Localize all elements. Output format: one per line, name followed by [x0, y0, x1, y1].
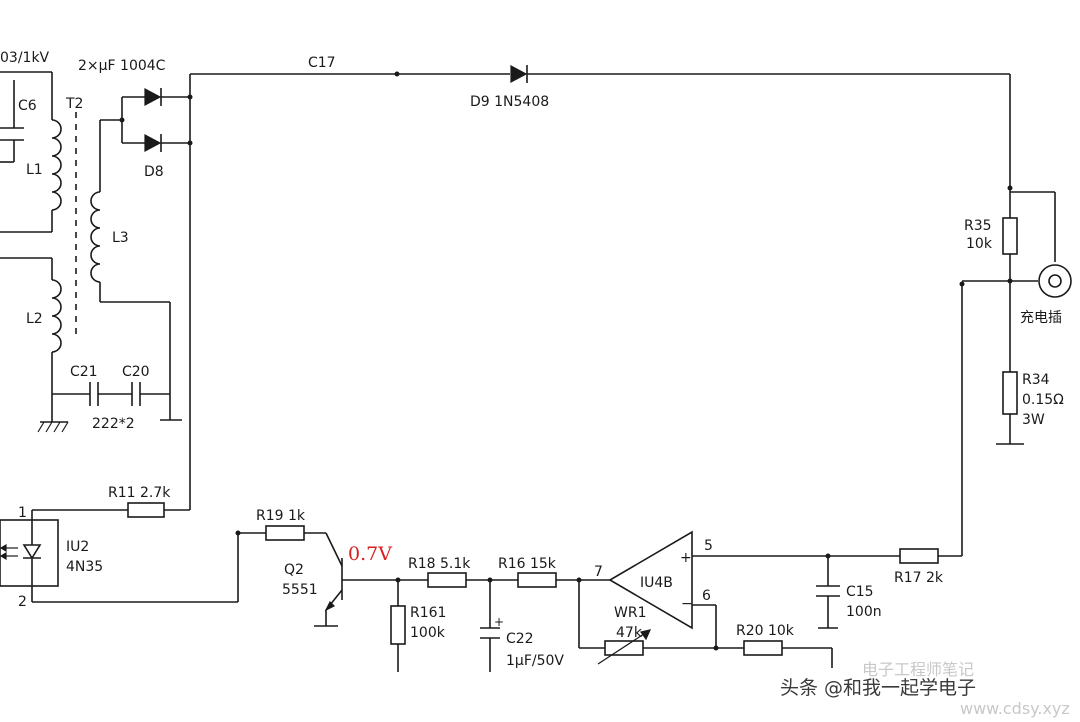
r35-resistor	[1002, 217, 1018, 255]
l3-coil	[90, 191, 101, 283]
pin1-label: 1	[18, 505, 27, 521]
r17-resistor	[899, 548, 939, 564]
d8-label: D8	[144, 164, 164, 180]
r18-resistor	[427, 572, 467, 588]
c22-value-label: 1μF/50V	[506, 653, 564, 669]
r35-label: R35	[964, 218, 992, 234]
q2-label: Q2	[284, 562, 304, 578]
d9-diode	[510, 65, 528, 83]
secondary-section: 2×μF 1004C L3 D8	[78, 58, 193, 510]
q2-emitter-arrow	[324, 600, 336, 612]
c6-label: C6	[18, 98, 37, 114]
c20-label: C20	[122, 364, 150, 380]
l1-coil	[51, 119, 62, 211]
output-section: R35 10k 充电插 R34 0.15Ω 3W	[959, 185, 1072, 556]
top-rail: C17 D9 1N5408	[190, 55, 1011, 188]
pin6-label: 6	[702, 588, 711, 604]
voltage-annotation: 0.7V	[348, 543, 392, 565]
r161-value-label: 100k	[410, 625, 446, 641]
t2-label: T2	[65, 96, 83, 112]
watermark: 电子工程师笔记 头条 @和我一起学电子 www.cdsy.xyz	[780, 660, 1070, 718]
r34-value-label: 0.15Ω	[1022, 392, 1064, 408]
r161-label: R161	[410, 605, 446, 621]
r161-resistor	[390, 605, 406, 645]
optocoupler-section: R11 2.7k 1 2 IU2 4N35	[0, 485, 241, 610]
r16-label: R16 15k	[498, 556, 557, 572]
l2-label: L2	[26, 311, 43, 327]
r20-label: R20 10k	[736, 623, 795, 639]
r16-resistor	[517, 572, 557, 588]
l1-label: L1	[26, 162, 43, 178]
c22-plus-label: +	[494, 615, 504, 629]
iu2-part-label: 4N35	[66, 559, 103, 575]
pin7-label: 7	[594, 564, 603, 580]
filter-section: R18 5.1k R16 15k + C22 1μF/50V	[408, 556, 610, 672]
r35-value-label: 10k	[966, 236, 993, 252]
opamp-label: IU4B	[640, 575, 673, 591]
c15-label: C15	[846, 584, 874, 600]
pin5-label: 5	[704, 538, 713, 554]
r19-resistor	[265, 525, 305, 541]
r18-label: R18 5.1k	[408, 556, 471, 572]
q2-part-label: 5551	[282, 582, 318, 598]
cap-spec-label: 2×μF 1004C	[78, 58, 166, 74]
r20-resistor	[743, 640, 783, 656]
c15-value-label: 100n	[846, 604, 882, 620]
charge-jack	[1038, 264, 1072, 298]
d9-label: D9 1N5408	[470, 94, 549, 110]
c-top-left-label: 03/1kV	[0, 50, 50, 66]
r34-resistor	[1002, 371, 1018, 415]
c-pair-value-label: 222*2	[92, 416, 135, 432]
r11-label: R11 2.7k	[108, 485, 171, 501]
r34-power-label: 3W	[1022, 412, 1045, 428]
opamp-plus-label: +	[680, 550, 692, 566]
l3-label: L3	[112, 230, 129, 246]
ground-symbol	[37, 421, 69, 433]
transistor-section: R19 1k Q2 5551 0.7V R161 100k	[238, 508, 446, 672]
watermark-line3: www.cdsy.xyz	[960, 699, 1070, 718]
iu4b-opamp	[608, 530, 693, 630]
iu2-label: IU2	[66, 539, 89, 555]
c21-label: C21	[70, 364, 98, 380]
watermark-line2: 电子工程师笔记	[862, 660, 974, 679]
r19-label: R19 1k	[256, 508, 306, 524]
wr1-potentiometer	[604, 640, 644, 656]
r34-label: R34	[1022, 372, 1050, 388]
c17-label: C17	[308, 55, 336, 71]
r17-label: R17 2k	[894, 570, 944, 586]
opamp-minus-label: −	[681, 596, 693, 612]
c22-label: C22	[506, 631, 534, 647]
primary-section: 03/1kV C6 T2 L1 L2 C21 C20 222*2	[0, 50, 182, 433]
bridge-diode-d8	[144, 134, 162, 152]
wr1-label: WR1	[614, 605, 646, 621]
watermark-line1: 头条 @和我一起学电子	[780, 677, 976, 699]
opamp-section: 7 5 6 + − IU4B WR1 47k R20 10k C15 100n …	[578, 530, 962, 668]
jack-label: 充电插	[1020, 310, 1062, 326]
pin2-label: 2	[18, 594, 27, 610]
r11-resistor	[127, 502, 165, 518]
bridge-diode-top	[144, 88, 162, 106]
wr1-value-label: 47k	[616, 625, 643, 641]
l2-coil	[51, 279, 62, 353]
iu2-led	[22, 544, 42, 560]
